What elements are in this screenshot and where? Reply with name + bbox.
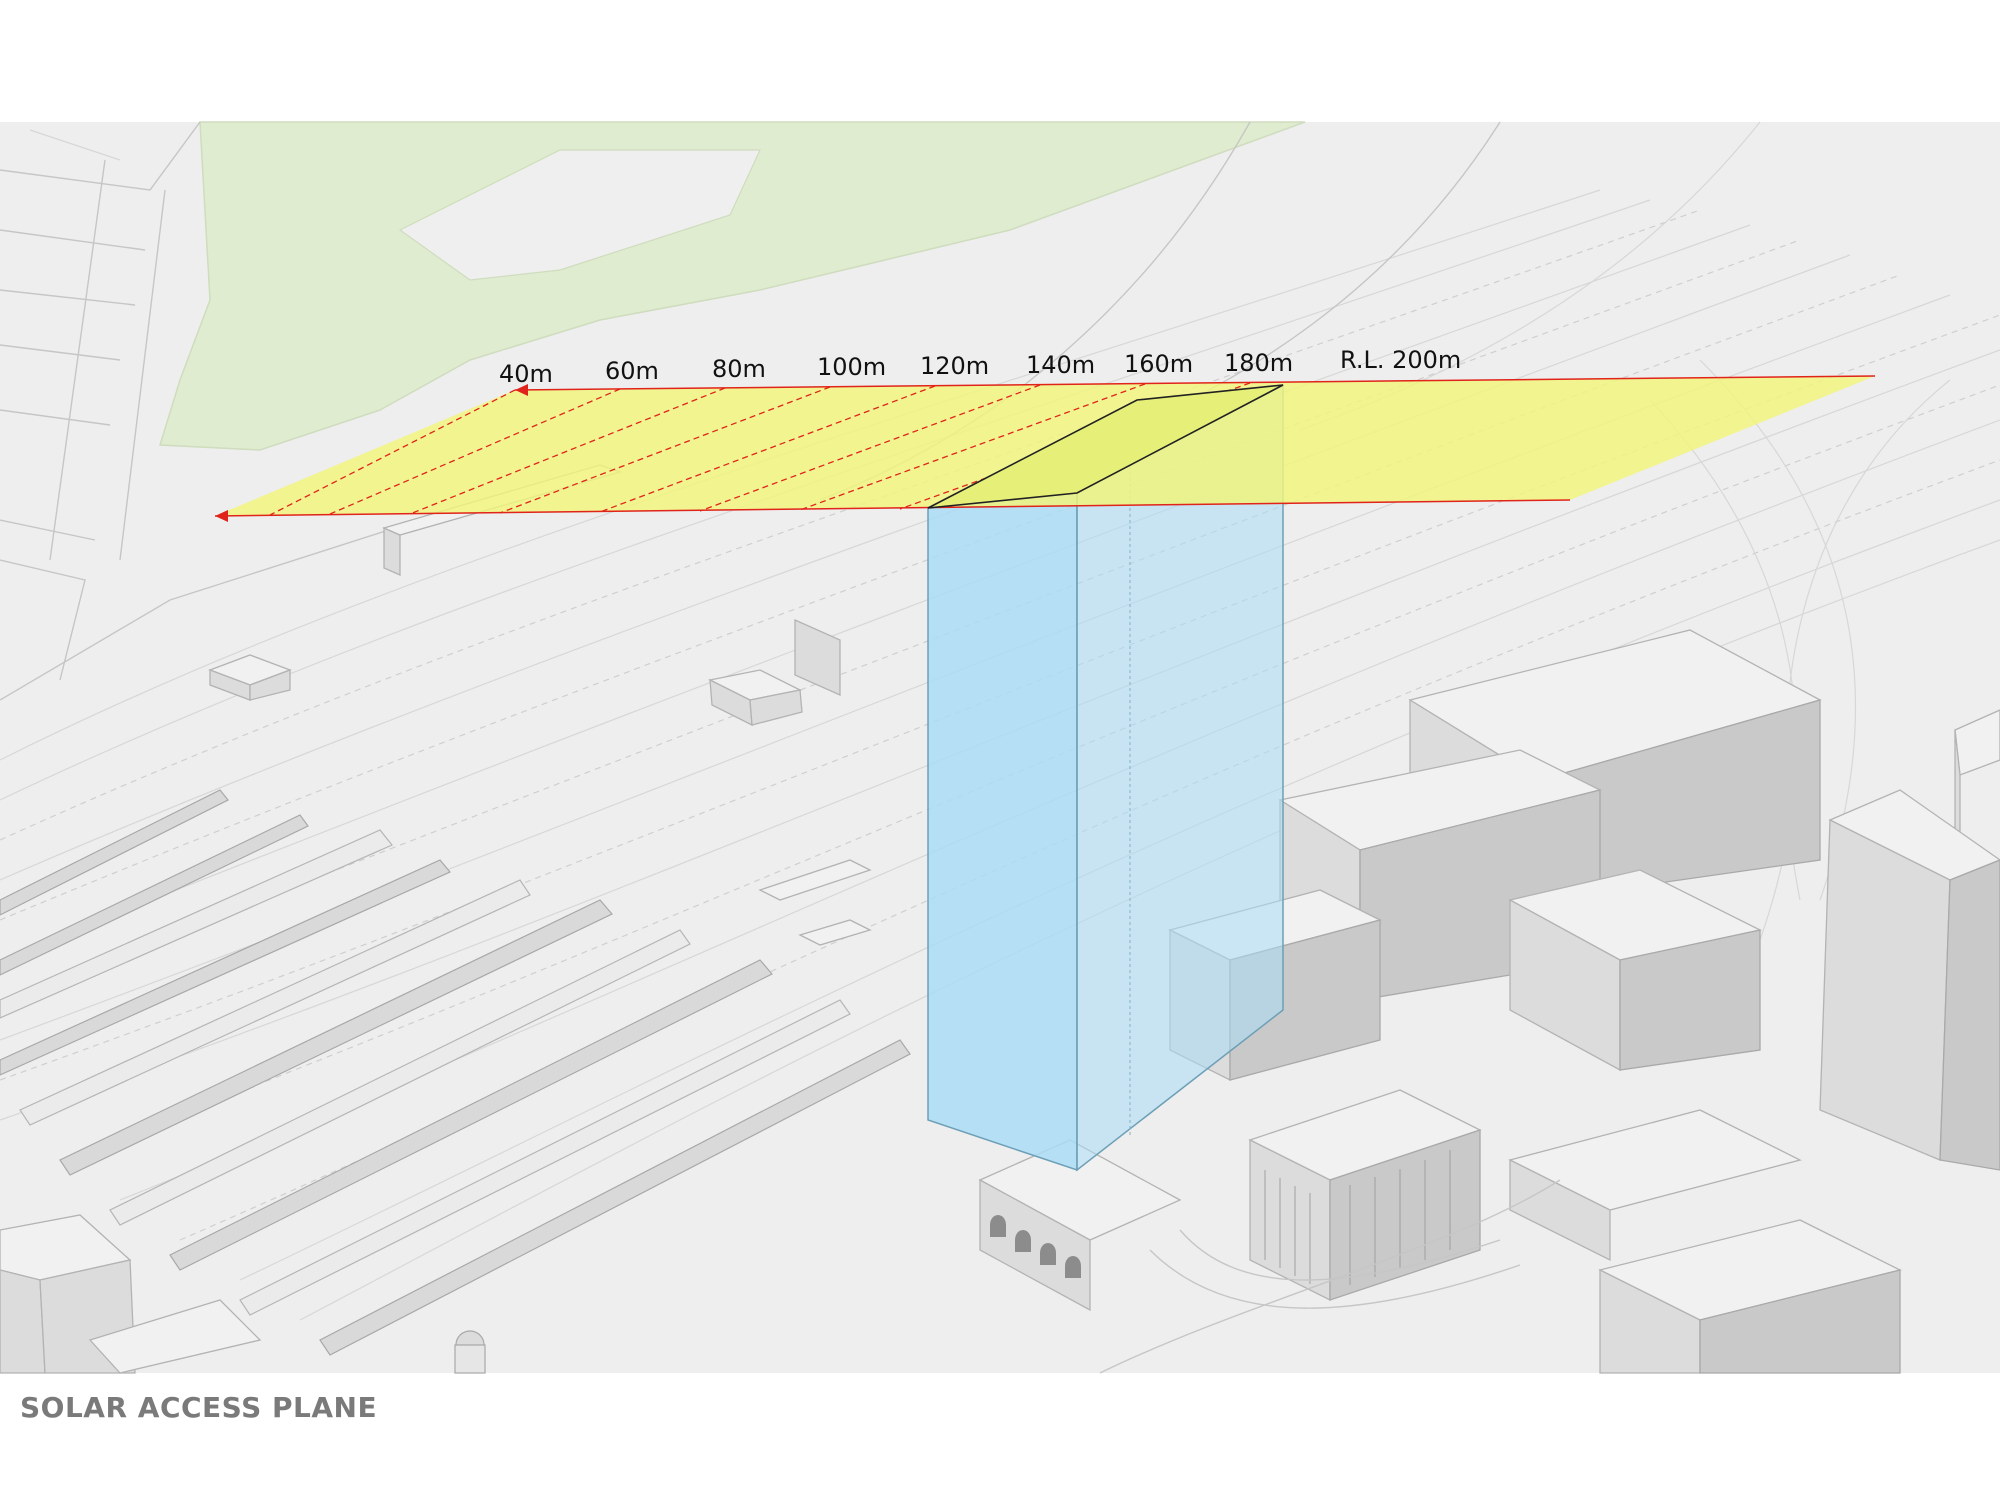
diagram-caption: SOLAR ACCESS PLANE <box>20 1391 377 1424</box>
park-clearing <box>398 149 761 281</box>
plane-arrow-left-front <box>215 510 228 522</box>
height-label-60m: 60m <box>605 357 659 385</box>
street-grid <box>0 121 421 701</box>
height-label-rl-200m: R.L. 200m <box>1340 346 1461 374</box>
height-label-120m: 120m <box>920 352 989 380</box>
tower-left-face <box>927 492 1078 1172</box>
height-label-160m: 160m <box>1124 350 1193 378</box>
central-station-buildings <box>0 1214 486 1374</box>
proposed-tower-volume <box>927 383 1284 1172</box>
heritage-windows <box>1264 1150 1451 1285</box>
height-label-140m: 140m <box>1026 351 1095 379</box>
solar-plane-back-edge <box>514 375 1876 391</box>
tower-plane-intersection <box>927 384 1284 509</box>
height-label-40m: 40m <box>499 360 553 388</box>
park-area <box>158 121 1306 451</box>
city-blocks <box>978 629 2000 1374</box>
height-label-80m: 80m <box>712 355 766 383</box>
station-platforms <box>0 789 911 1356</box>
height-label-180m: 180m <box>1224 349 1293 377</box>
solar-plane-front-edge <box>214 499 1571 517</box>
solar-access-plane <box>214 375 1876 522</box>
plane-arrow-left-back <box>515 384 528 396</box>
height-labels: 40m 60m 80m 100m 120m 140m 160m 180m R.L… <box>499 346 1461 388</box>
site-map <box>0 121 2000 1374</box>
height-label-100m: 100m <box>817 353 886 381</box>
solar-plane-surface <box>215 376 1875 516</box>
station-arches <box>990 1215 1081 1278</box>
